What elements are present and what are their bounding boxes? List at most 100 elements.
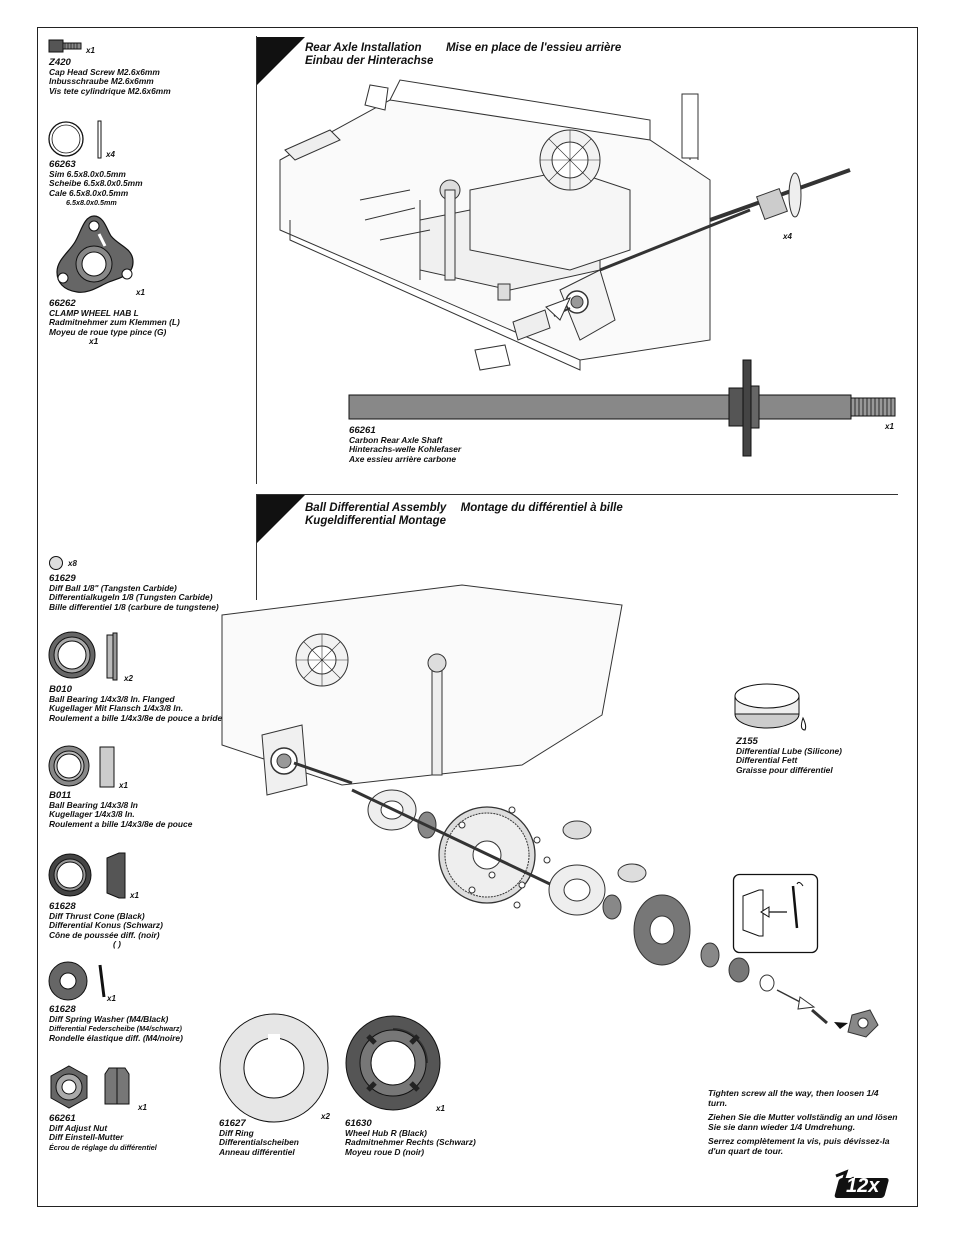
shim-icon [48,120,102,159]
61628a-number: 61628 [49,901,76,912]
ball-differential-exploded-illustration [221,584,879,1038]
66262-label: 66262 CLAMP WHEEL HAB L Radmitnehmer zum… [49,299,180,347]
differential-lube-icon [734,683,807,731]
z155-en: Differential Lube (Silicone) [736,745,842,756]
61627-label: 61627 Diff Ring Differentialscheiben Ann… [219,1119,299,1157]
66261shaft-qty: x1 [885,422,894,431]
66261nut-label: 66261 Diff Adjust Nut Diff Einstell-Mutt… [49,1114,157,1152]
bearing-icon [48,745,115,788]
ball-diff-title-de: Kugeldifferential Montage [305,514,446,527]
adjust-nut-icon [50,1065,130,1109]
66263-de: Scheibe 6.5x8.0x0.5mm [49,178,143,189]
z155-fr: Graisse pour différentiel [736,764,833,775]
rear-axle-title-en: Rear Axle Installation [305,42,422,54]
rear-axle-title: Rear Axle Installation Mise en place de … [305,42,621,67]
wheel-hub-icon [345,1015,441,1111]
66261nut-de: Diff Einstell-Mutter [49,1132,124,1143]
section-marker-rear-axle [257,37,305,85]
z420-fr: Vis tete cylindrique M2.6x6mm [49,85,171,96]
section-divider [256,494,898,495]
b011-fr: Roulement a bille 1/4x3/8e de pouce [49,818,193,829]
61630-label: 61630 Wheel Hub R (Black) Radmitnehmer R… [345,1119,476,1157]
page-frame [37,27,918,1207]
61628b-label: 61628 Diff Spring Washer (M4/Black) Diff… [49,1005,183,1043]
61628a-fr: Cône de poussée diff. (noir) [49,929,160,940]
66262-number: 66262 [49,298,76,309]
rear-axle-shim-callout-qty: x4 [783,232,792,241]
66261shaft-en: Carbon Rear Axle Shaft [349,434,443,445]
66261shaft-label: 66261 Carbon Rear Axle Shaft Hinterachs-… [349,426,461,464]
cap-screw-icon [48,39,82,53]
logo-text: 12x [846,1175,880,1197]
b011-de: Kugellager 1/4x3/8 In. [49,809,135,820]
66262-en: CLAMP WHEEL HAB L [49,307,139,318]
b011-en: Ball Bearing 1/4x3/8 In [49,799,138,810]
61627-fr: Anneau différentiel [219,1146,295,1157]
66262-extra: x1 [89,336,99,347]
b010-number: B010 [49,684,72,695]
b011-number: B011 [49,790,72,801]
z420-de: Inbusschraube M2.6x6mm [49,76,154,87]
61628b-en: Diff Spring Washer (M4/Black) [49,1013,169,1024]
ball-diff-title-en: Ball Differential Assembly [305,502,447,514]
z420-qty: x1 [86,46,95,55]
66262-fr: Moyeu de roue type pince (G) [49,326,167,337]
carbon-axle-shaft-icon [348,359,896,457]
note-en: Tighten screw all the way, then loosen 1… [708,1088,879,1108]
66261nut-number: 66261 [49,1113,76,1124]
tightening-note: Tighten screw all the way, then loosen 1… [708,1088,898,1162]
66261nut-fr: Écrou de réglage du différentiel [49,1142,157,1152]
clamp-wheel-hub-icon [56,215,134,293]
61628a-label: 61628 Diff Thrust Cone (Black) Different… [49,902,163,950]
b011-label: B011 Ball Bearing 1/4x3/8 In Kugellager … [49,791,192,829]
z155-de: Differential Fett [736,755,798,766]
61630-qty: x1 [436,1104,445,1113]
b010-fr: Roulement a bille 1/4x3/8e de pouce a br… [49,712,223,723]
b010-qty: x2 [124,674,133,683]
61629-number: 61629 [49,573,76,584]
rear-axle-chassis-illustration [279,79,851,371]
rear-axle-title-de: Einbau der Hinterachse [305,54,434,67]
ball-diff-title-fr: Montage du différentiel à bille [460,502,623,514]
61629-de: Differentialkugeln 1/8 (Tungsten Carbide… [49,592,213,603]
66261nut-en: Diff Adjust Nut [49,1122,108,1133]
61630-en: Wheel Hub R (Black) [345,1127,427,1138]
diff-ball-icon [49,556,63,570]
b010-en: Ball Bearing 1/4x3/8 In. Flanged [49,693,175,704]
61628a-extra: ( ) [113,939,121,950]
66263-fr: Cale 6.5x8.0x0.5mm [49,187,129,198]
61629-en: Diff Ball 1/8" (Tangsten Carbide) [49,582,177,593]
z155-number: Z155 [736,736,758,747]
66263-qty: x4 [106,150,115,159]
66262-qty: x1 [136,288,145,297]
diff-ring-icon [219,1013,329,1123]
66263-extra: 6.5x8.0x0.5mm [66,198,117,208]
61628b-de: Differential Federscheibe (M4/schwarz) [49,1024,182,1034]
z420-number: Z420 [49,57,71,68]
61630-number: 61630 [345,1118,372,1129]
61628a-en: Diff Thrust Cone (Black) [49,910,145,921]
61628a-de: Differential Konus (Schwarz) [49,920,163,931]
hb-12x-logo: 12x [832,1168,894,1200]
61630-fr: Moyeu roue D (noir) [345,1146,425,1157]
section-marker-ball-diff [257,495,305,543]
66261nut-qty: x1 [138,1103,147,1112]
column-divider-bottom [256,494,257,600]
z420-en: Cap Head Screw M2.6x6mm [49,66,160,77]
66262-de: Radmitnehmer zum Klemmen (L) [49,317,180,328]
note-de: Ziehen Sie die Mutter vollständig an und… [708,1112,898,1132]
b011-qty: x1 [119,781,128,790]
column-divider-top [256,36,257,484]
b010-de: Kugellager Mit Flansch 1/4x3/8 In. [49,703,184,714]
61627-number: 61627 [219,1118,246,1129]
z420-label: Z420 Cap Head Screw M2.6x6mm Inbusschrau… [49,58,171,96]
61628b-fr: Rondelle élastique diff. (M4/noire) [49,1032,183,1043]
66261shaft-de: Hinterachs-welle Kohlefaser [349,444,462,455]
66261shaft-fr: Axe essieu arrière carbone [349,453,457,464]
note-fr: Serrez complètement la vis, puis dévisse… [708,1136,890,1156]
66263-label: 66263 Sim 6.5x8.0x0.5mm Scheibe 6.5x8.0x… [49,160,143,208]
66261shaft-number: 66261 [349,425,376,436]
61627-de: Differentialscheiben [219,1137,299,1148]
66263-number: 66263 [49,159,76,170]
61630-de: Radmitnehmer Rechts (Schwarz) [345,1137,476,1148]
